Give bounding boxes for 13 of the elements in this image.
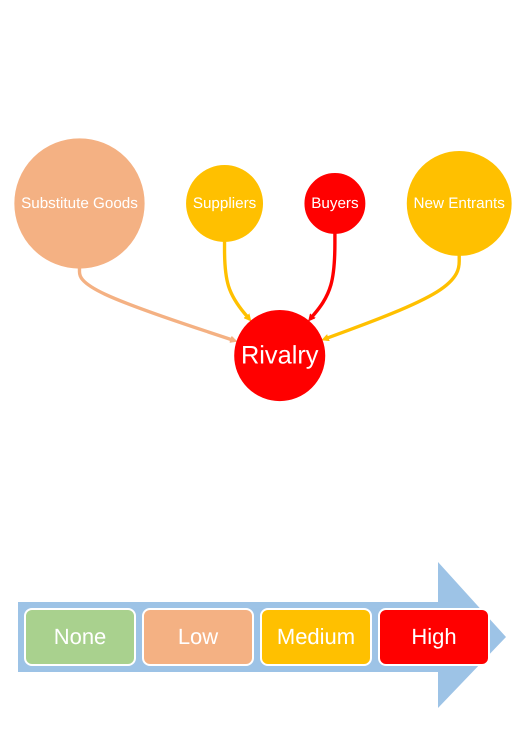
legend-item: Low bbox=[142, 608, 254, 666]
node-circle: Substitute Goods bbox=[14, 138, 145, 269]
node-circle: Buyers bbox=[304, 173, 366, 234]
legend-item: Medium bbox=[260, 608, 372, 666]
legend-item: None bbox=[24, 608, 136, 666]
node-circle: Suppliers bbox=[186, 165, 264, 242]
arrow bbox=[222, 242, 252, 322]
arrow bbox=[308, 234, 337, 322]
node-circle: Rivalry bbox=[234, 310, 326, 402]
arrow bbox=[322, 256, 461, 342]
arrow bbox=[78, 268, 238, 344]
legend-item: High bbox=[378, 608, 490, 666]
node-circle: New Entrants bbox=[406, 151, 512, 256]
